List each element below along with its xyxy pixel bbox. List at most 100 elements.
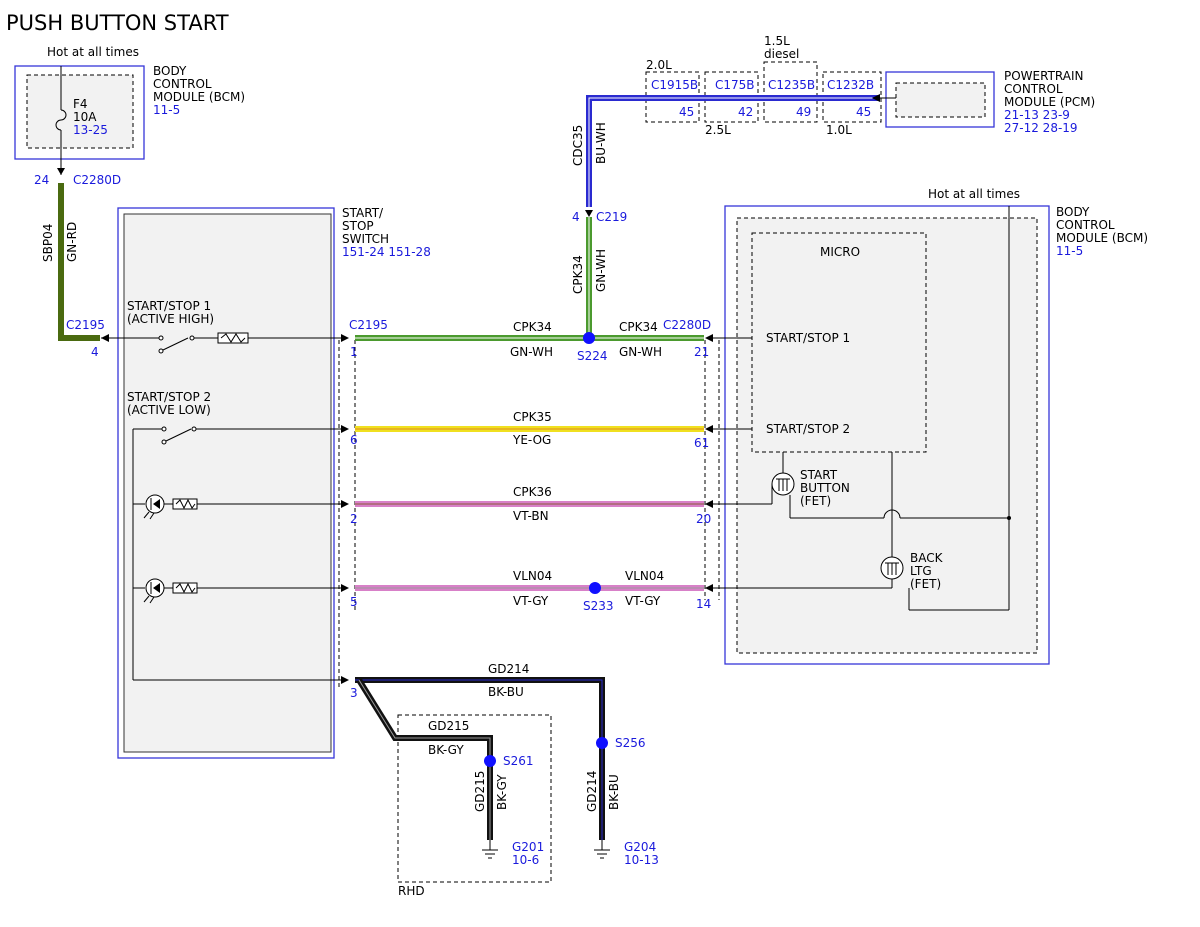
splice-s261[interactable] [484, 755, 496, 767]
fet2-label-1: BACK [910, 551, 944, 565]
fet1-label-1: START [800, 468, 838, 482]
start-stop-switch[interactable] [117, 207, 335, 759]
splice-s233[interactable] [589, 582, 601, 594]
fuse-id: F4 [73, 97, 88, 111]
switch-contact-icon [162, 337, 189, 351]
wire-gd214[interactable] [355, 677, 605, 840]
cpk36-circuit: CPK36 [513, 485, 552, 499]
bcm-top-name-3: MODULE (BCM) [153, 90, 245, 104]
c1915b-pin: 45 [679, 105, 694, 119]
sbp04-color: GN-RD [65, 222, 79, 262]
bcm-right-hot-label: Hot at all times [928, 187, 1020, 201]
cpk34-right-pin: 21 [694, 345, 709, 359]
g204-ref: 10-13 [624, 853, 659, 867]
switch-refs: 151-24 151-28 [342, 245, 431, 259]
page-title: PUSH BUTTON START [6, 11, 229, 35]
cdc35-circuit: CDC35 [571, 125, 585, 166]
cpk35-left-pin: 6 [350, 433, 358, 447]
bcm-top-name-1: BODY [153, 64, 187, 78]
splice-s256[interactable] [596, 737, 608, 749]
bcm-top-ref: 11-5 [153, 103, 180, 117]
cpk34-left-color: GN-WH [510, 345, 553, 359]
pcm-module[interactable] [885, 71, 995, 128]
switch-left-pin: 4 [91, 345, 99, 359]
gd215-vert-circuit: GD215 [473, 771, 487, 812]
fet2-label-2: LTG [910, 564, 932, 578]
pcm-connector-c1235b[interactable] [763, 61, 818, 123]
s256-label: S256 [615, 736, 646, 750]
switch-name-3: SWITCH [342, 232, 389, 246]
arrow-left-icon [705, 334, 713, 342]
arrow-right-icon [341, 334, 349, 342]
c1235b-name: C1235B [768, 78, 815, 92]
cdc35-color: BU-WH [594, 122, 608, 164]
gd215-color: BK-GY [428, 743, 464, 757]
arrow-right-icon [341, 425, 349, 433]
c1915b-name: C1915B [651, 78, 698, 92]
arrow-left-icon [705, 584, 713, 592]
fet1-label-3: (FET) [800, 494, 831, 508]
micro-label: MICRO [820, 245, 860, 259]
gd214-vert-circuit: GD214 [585, 771, 599, 812]
arrow-right-icon [341, 676, 349, 684]
ground-pin: 3 [350, 686, 358, 700]
gd214-vert-color: BK-BU [607, 774, 621, 810]
vln04-right-pin: 14 [696, 597, 711, 611]
c1232b-engine: 1.0L [826, 123, 852, 137]
c1232b-name: C1232B [827, 78, 874, 92]
bcm-top-pin: 24 [34, 173, 49, 187]
bcm-top-hot-label: Hot at all times [47, 45, 139, 59]
c175b-name: C175B [715, 78, 755, 92]
wire-sbp04[interactable] [58, 183, 100, 341]
ground-g204-icon [594, 840, 610, 859]
arrow-right-icon [341, 500, 349, 508]
c1915b-engine: 2.0L [646, 58, 672, 72]
c219-connector: C219 [596, 210, 627, 224]
cpk36-color: VT-BN [513, 509, 549, 523]
cpk36-left-pin: 2 [350, 512, 358, 526]
gd214-circuit: GD214 [488, 662, 529, 676]
switch-name-2: STOP [342, 219, 374, 233]
bcm-top-name-2: CONTROL [153, 77, 212, 91]
rhd-box [397, 714, 552, 883]
c1232b-pin: 45 [856, 105, 871, 119]
rhd-label: RHD [398, 884, 425, 898]
g201-ref: 10-6 [512, 853, 539, 867]
fet2-label-3: (FET) [910, 577, 941, 591]
g201-label: G201 [512, 840, 544, 854]
fuse-ref: 13-25 [73, 123, 108, 137]
pcm-refs-1: 21-13 23-9 [1004, 108, 1070, 122]
arrow-left-icon [705, 500, 713, 508]
ss1-label-1: START/STOP 1 [127, 299, 211, 313]
cpk34-vert-color: GN-WH [594, 249, 608, 292]
s224-label: S224 [577, 349, 608, 363]
cpk35-circuit: CPK35 [513, 410, 552, 424]
splice-s224[interactable] [583, 332, 595, 344]
g204-label: G204 [624, 840, 656, 854]
vln04-right-circuit: VLN04 [625, 569, 664, 583]
switch-connector: C2195 [349, 318, 388, 332]
bcm-top-connector: C2280D [73, 173, 121, 187]
bcm-fuse-module[interactable]: Hot at all times F4 10A 13-25 BODY CONTR… [14, 45, 245, 175]
fet1-label-2: BUTTON [800, 481, 850, 495]
vln04-left-color: VT-GY [513, 594, 549, 608]
cpk34-left-pin: 1 [350, 345, 358, 359]
s261-label: S261 [503, 754, 534, 768]
switch-contact-icon [165, 428, 192, 442]
micro-box [751, 232, 927, 453]
micro-ss2: START/STOP 2 [766, 422, 850, 436]
bcm-right-connector: C2280D [663, 318, 711, 332]
wire-gd215[interactable] [356, 678, 493, 840]
bcm-right-name-2: CONTROL [1056, 218, 1115, 232]
cpk34-vert-circuit: CPK34 [571, 255, 585, 294]
switch-left-connector: C2195 [66, 318, 105, 332]
cpk35-right-pin: 61 [694, 436, 709, 450]
wire-cdc35[interactable] [586, 95, 880, 207]
vln04-right-color: VT-GY [625, 594, 661, 608]
fuse-icon [55, 109, 67, 131]
c1235b-engine-2: diesel [764, 47, 799, 61]
pcm-name-3: MODULE (PCM) [1004, 95, 1095, 109]
c219-pin: 4 [572, 210, 580, 224]
bcm-right-name-3: MODULE (BCM) [1056, 231, 1148, 245]
